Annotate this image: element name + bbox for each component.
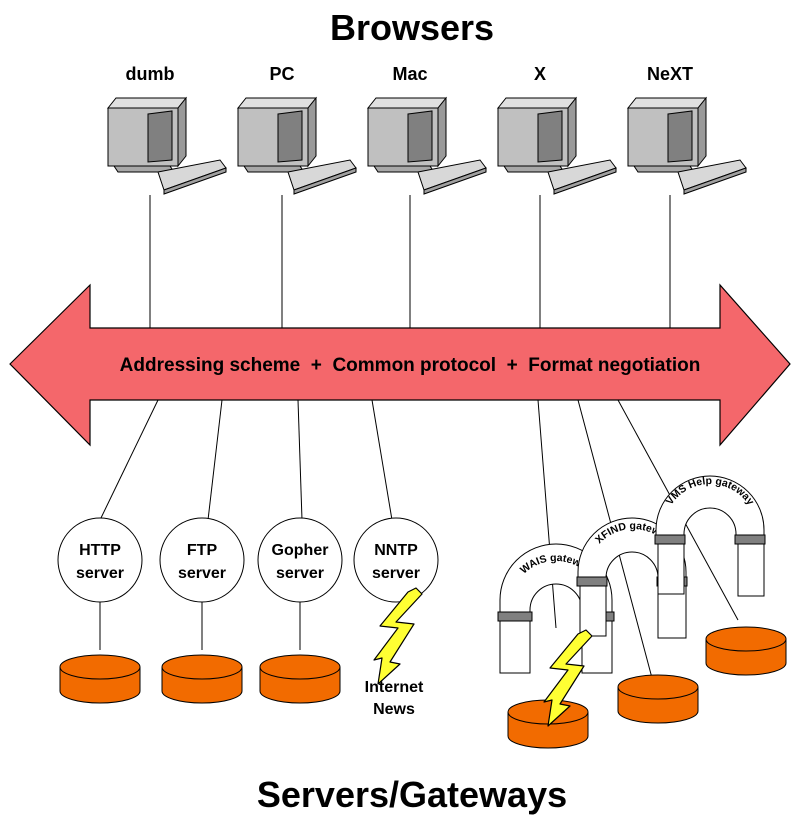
svg-text:server: server (276, 565, 324, 582)
browser-label-next: NeXT (647, 64, 693, 84)
browser-label-x: X (534, 64, 546, 84)
server-nntp: NNTP server (353, 517, 439, 603)
svg-text:server: server (178, 565, 226, 582)
database-icon (705, 626, 787, 676)
svg-text:HTTP: HTTP (79, 542, 121, 559)
computer-icon (627, 97, 747, 195)
browser-next: NeXT (627, 64, 747, 195)
browser-label-pc: PC (269, 64, 294, 84)
browser-mac: Mac (367, 64, 487, 195)
servers-gateways-title: Servers/Gateways (257, 774, 567, 815)
server-ftp: FTP server (159, 517, 245, 603)
computer-icon (367, 97, 487, 195)
gateway-vms-help: VMS Help gateway (654, 475, 766, 597)
computer-icon (497, 97, 617, 195)
internet-news-line2: News (373, 701, 415, 718)
server-gopher: Gopher server (257, 517, 343, 603)
svg-text:FTP: FTP (187, 542, 218, 559)
internet-news-line1: Internet (365, 679, 424, 696)
database-icon (161, 654, 243, 704)
browser-x: X (497, 64, 617, 195)
svg-text:server: server (372, 565, 420, 582)
database-icon (617, 674, 699, 724)
band-text: Addressing scheme + Common protocol + Fo… (120, 355, 701, 376)
computer-icon (107, 97, 227, 195)
database-icon (59, 654, 141, 704)
browser-label-dumb: dumb (126, 64, 175, 84)
browser-dumb: dumb (107, 64, 227, 195)
browsers-title: Browsers (330, 7, 494, 48)
server-http: HTTP server (57, 517, 143, 603)
svg-text:NNTP: NNTP (374, 542, 418, 559)
protocol-band-arrow (9, 283, 791, 447)
svg-text:server: server (76, 565, 124, 582)
database-icon (259, 654, 341, 704)
browser-label-mac: Mac (392, 64, 427, 84)
computer-icon (237, 97, 357, 195)
svg-text:Gopher: Gopher (272, 542, 329, 559)
browser-connectors (149, 195, 671, 328)
browser-pc: PC (237, 64, 357, 195)
